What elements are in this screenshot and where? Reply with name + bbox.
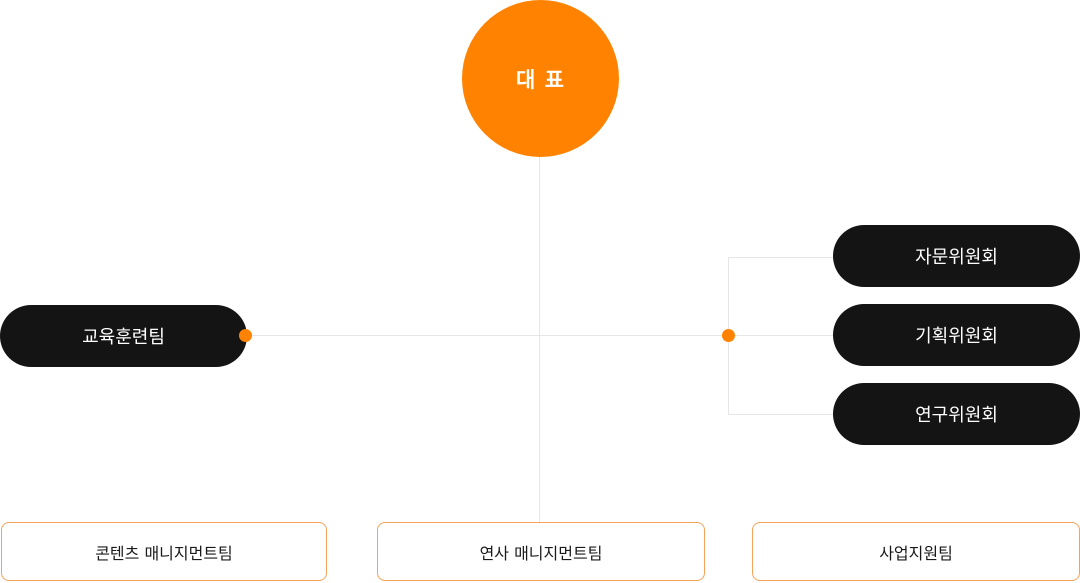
committee-bracket-middle	[729, 335, 833, 336]
research-committee-node: 연구위원회	[833, 383, 1080, 445]
right-junction-dot	[722, 329, 735, 342]
content-management-team-label: 콘텐츠 매니지먼트팀	[95, 543, 233, 563]
horizontal-branch-connector	[246, 335, 729, 336]
research-committee-label: 연구위원회	[915, 405, 998, 426]
business-support-team-label: 사업지원팀	[879, 543, 953, 563]
education-training-team-node: 교육훈련팀	[0, 305, 247, 367]
vertical-trunk-connector	[539, 157, 540, 522]
speaker-management-team-label: 연사 매니지먼트팀	[479, 543, 603, 563]
business-support-team-node: 사업지원팀	[752, 522, 1080, 581]
content-management-team-node: 콘텐츠 매니지먼트팀	[1, 522, 327, 581]
speaker-management-team-node: 연사 매니지먼트팀	[377, 522, 705, 581]
advisory-committee-label: 자문위원회	[915, 247, 998, 268]
committee-bracket-bottom	[728, 414, 833, 415]
planning-committee-label: 기획위원회	[915, 326, 998, 347]
committee-bracket-top	[728, 257, 833, 258]
ceo-node: 대 표	[462, 0, 619, 157]
ceo-label: 대 표	[516, 67, 565, 92]
education-training-team-label: 교육훈련팀	[82, 327, 165, 348]
advisory-committee-node: 자문위원회	[833, 225, 1080, 287]
left-junction-dot	[239, 329, 252, 342]
planning-committee-node: 기획위원회	[833, 304, 1080, 366]
